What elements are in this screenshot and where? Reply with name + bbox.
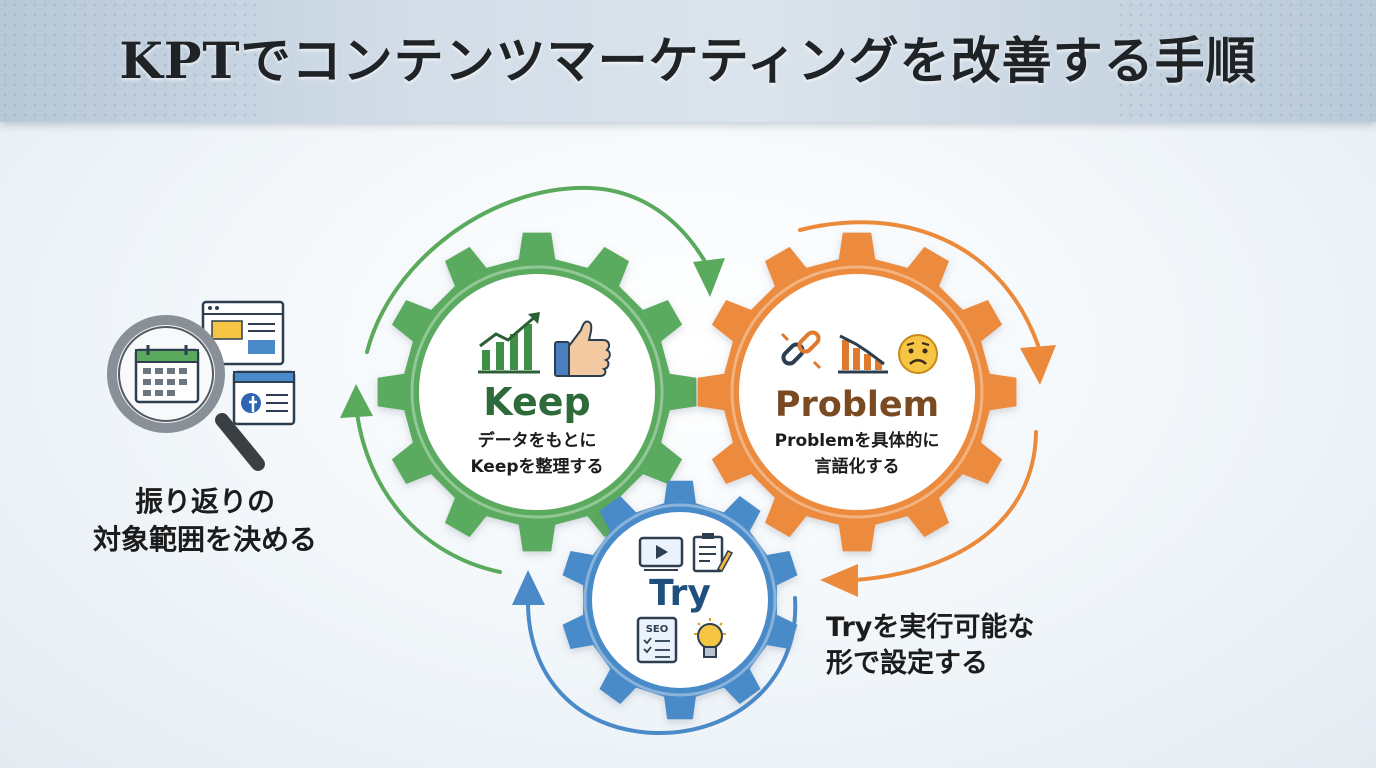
keep-title: Keep (483, 380, 591, 424)
keep-desc-line1: データをもとに (478, 430, 597, 451)
page-title: KPTでコンテンツマーケティングを改善する手順 (119, 31, 1257, 90)
problem-title: Problem (775, 385, 939, 425)
banner-pattern-right (1116, 0, 1376, 122)
seo-label: SEO (646, 624, 669, 635)
gear-try-ring (583, 503, 777, 697)
decline-chart-icon (838, 334, 888, 374)
arrow-problem-to-try (853, 430, 1038, 582)
social-page-icon (232, 370, 296, 426)
scope-line1: 振り返りの (134, 485, 275, 518)
arrow-try-loop (525, 596, 798, 736)
broken-link-icon (780, 330, 822, 370)
problem-desc-line1: Problemを具体的に (775, 430, 940, 451)
scope-step-label: 振り返りの 対象範囲を決める (70, 483, 340, 559)
keep-gear (377, 232, 697, 552)
worried-face-icon (898, 334, 938, 374)
gear-problem-ring (730, 265, 984, 519)
try-gear (562, 480, 798, 720)
thumbs-up-icon (554, 320, 611, 377)
gear-try-face (592, 512, 768, 688)
arrow-head-try (820, 564, 858, 597)
scope-illustration (107, 300, 296, 471)
try-title: Try (649, 573, 711, 614)
keep-desc-line2: Keepを整理する (470, 456, 603, 477)
scope-line2: 対象範囲を決める (92, 523, 317, 556)
video-icon (638, 536, 684, 571)
arrow-head-problem (1020, 345, 1056, 385)
try-note-line1: Tryを実行可能な (826, 612, 1035, 643)
arrow-head-keep (693, 258, 725, 297)
arrow-head-try-loop (512, 570, 545, 605)
try-note-line2: 形で設定する (826, 648, 988, 679)
lightbulb-icon (694, 618, 726, 658)
banner-pattern-left (0, 0, 260, 122)
try-step-label: Tryを実行可能な 形で設定する (826, 610, 1086, 682)
problem-gear (697, 232, 1017, 552)
checklist-edit-icon (692, 533, 734, 573)
seo-checklist-icon: SEO (636, 616, 678, 664)
problem-desc-line2: 言語化する (815, 456, 900, 477)
arrow-head-keep-loop (340, 384, 373, 418)
arrow-keep-to-problem (798, 220, 1040, 347)
gear-keep-face (419, 274, 655, 510)
magnifier-calendar-icon (107, 315, 265, 471)
arrow-scope-to-keep (365, 185, 709, 354)
gear-keep-ring (410, 265, 664, 519)
webpage-icon (201, 300, 285, 366)
gear-problem-face (739, 274, 975, 510)
arrow-keep-loop (354, 403, 502, 574)
growth-chart-icon (478, 312, 540, 374)
title-banner: KPTでコンテンツマーケティングを改善する手順 (0, 0, 1376, 122)
